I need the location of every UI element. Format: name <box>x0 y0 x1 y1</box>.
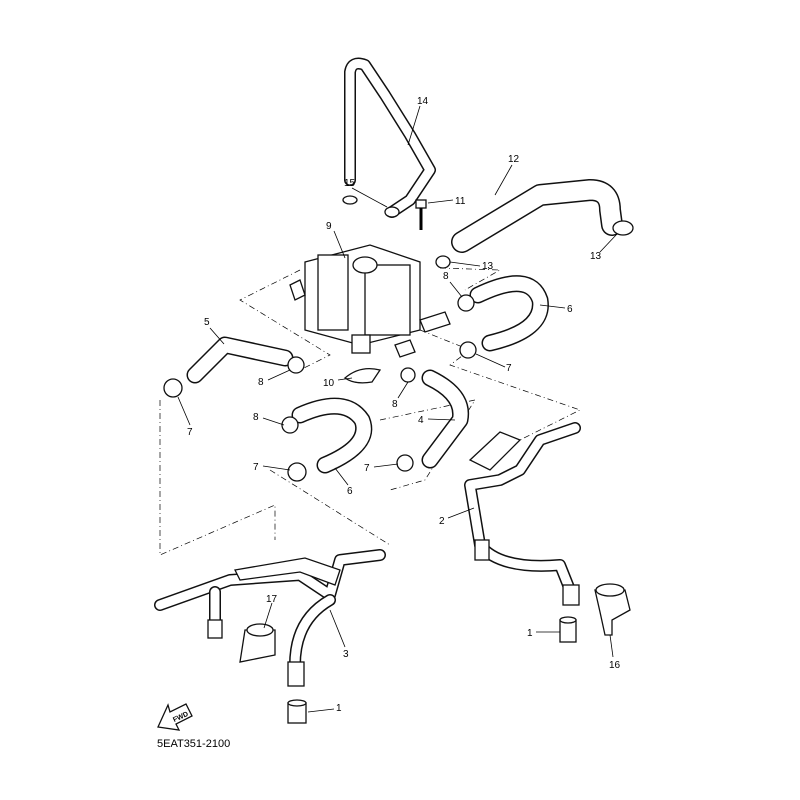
air-valve-9 <box>289 244 451 358</box>
callout-7: 7 <box>506 363 512 374</box>
clamp-7 <box>459 341 477 359</box>
clamp-8d <box>400 367 416 383</box>
callout-10: 10 <box>323 378 335 389</box>
guide-lines <box>159 267 581 556</box>
callout-14: 14 <box>417 96 429 107</box>
part-code: 5EAT351-2100 <box>157 738 230 750</box>
clamp-7c <box>287 462 307 482</box>
sleeve-1-right <box>559 616 577 643</box>
bracket-16 <box>594 583 631 636</box>
bracket-17 <box>239 623 276 663</box>
callout-8b: 8 <box>258 377 264 388</box>
callout-15: 15 <box>344 178 356 189</box>
gasket-10 <box>343 367 382 384</box>
clamp-8b <box>287 356 305 374</box>
callout-13b: 13 <box>590 251 602 262</box>
leader-lines <box>177 105 618 713</box>
callout-7d: 7 <box>364 463 370 474</box>
hose-14 <box>344 57 436 218</box>
hose-5 <box>186 336 294 384</box>
callout-12: 12 <box>508 154 520 165</box>
callout-1b: 1 <box>336 703 342 714</box>
callouts: 14 15 11 12 9 13 13 8 5 6 8 10 7 7 8 4 8… <box>187 96 621 714</box>
hose-6-lower <box>291 397 373 474</box>
callout-7c: 7 <box>253 462 259 473</box>
sleeve-1-left <box>287 699 307 724</box>
clamp-7d <box>396 454 414 472</box>
callout-5: 5 <box>204 317 210 328</box>
callout-6b: 6 <box>347 486 353 497</box>
pipe-3 <box>154 549 386 687</box>
cap-13b <box>435 255 451 269</box>
clamp-7b <box>163 378 183 398</box>
fwd-arrow-icon: FWD <box>157 703 193 731</box>
bolt-11 <box>415 199 427 230</box>
callout-7b: 7 <box>187 427 193 438</box>
callout-8: 8 <box>443 271 449 282</box>
clamp-8c <box>281 416 299 434</box>
callout-1: 1 <box>527 628 533 639</box>
callout-6: 6 <box>567 304 573 315</box>
callout-8c: 8 <box>253 412 259 423</box>
callout-9: 9 <box>326 221 332 232</box>
callout-16: 16 <box>609 660 621 671</box>
callout-11: 11 <box>455 196 466 207</box>
hose-4 <box>421 369 470 469</box>
clamp-8 <box>457 294 475 312</box>
callout-3: 3 <box>343 649 349 660</box>
cap-13 <box>612 220 634 236</box>
callout-2: 2 <box>439 516 445 527</box>
clamp-15 <box>384 206 400 218</box>
hose-6-upper <box>469 275 549 352</box>
callout-17: 17 <box>266 594 278 605</box>
hose-end <box>342 195 358 205</box>
pipe-2 <box>464 422 581 606</box>
callout-13: 13 <box>482 261 494 272</box>
callout-8d: 8 <box>392 399 398 410</box>
callout-4: 4 <box>418 415 424 426</box>
hose-12 <box>451 179 623 253</box>
